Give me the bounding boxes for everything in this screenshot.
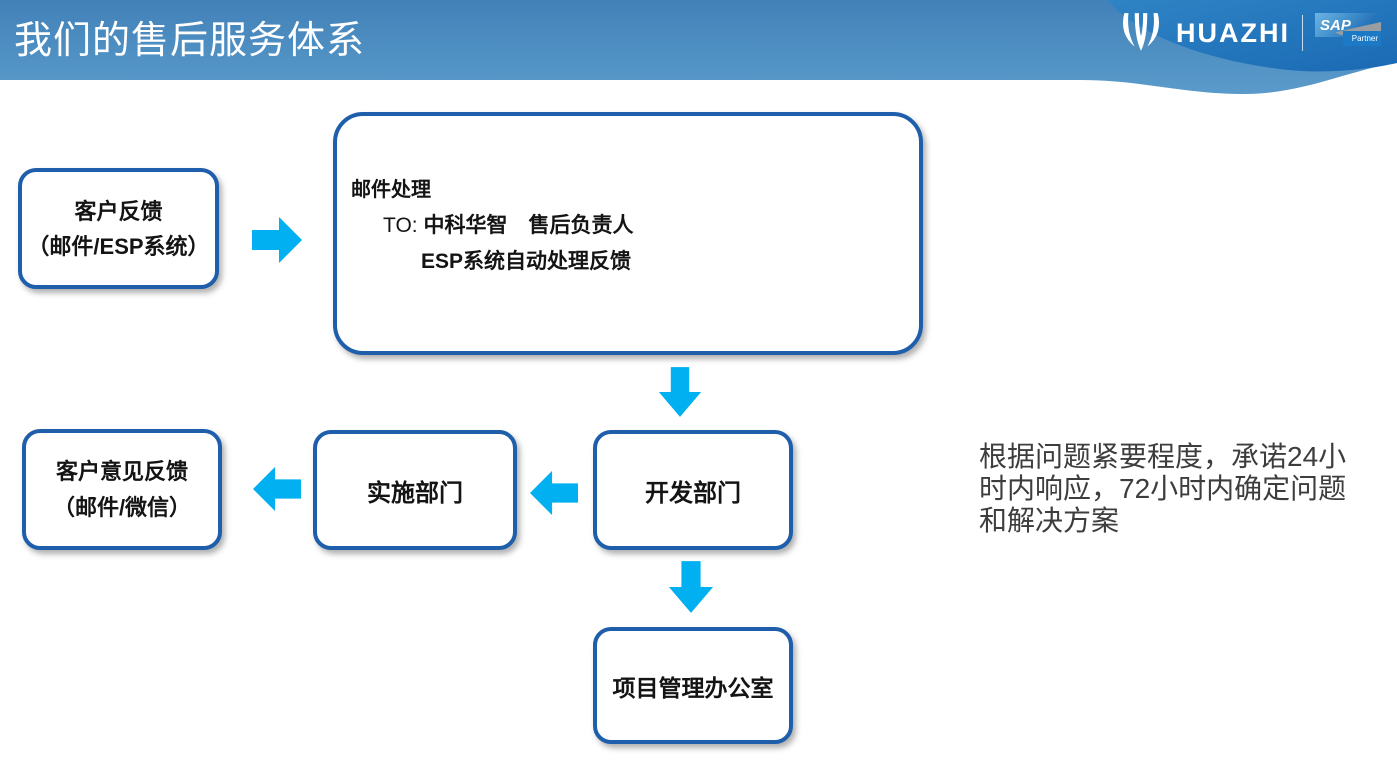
arrow-left-icon <box>530 469 578 517</box>
pmo-label: 项目管理办公室 <box>612 674 774 701</box>
sla-note: 根据问题紧要程度，承诺24小 时内响应，72小时内确定问题 和解决方案 <box>979 441 1397 537</box>
sla-note-line1: 根据问题紧要程度，承诺24小 <box>979 441 1347 472</box>
arrow-right-icon <box>252 214 302 266</box>
flow-box-customer-opinion: 客户意见反馈 （邮件/微信） <box>22 429 222 550</box>
arrow-down-icon <box>667 560 715 614</box>
mail-processing-line3: ESP系统自动处理反馈 <box>421 250 632 273</box>
dev-dept-label: 开发部门 <box>645 479 741 507</box>
mail-processing-line1: 邮件处理 <box>351 179 431 201</box>
sap-partner-label: Partner <box>1343 31 1381 46</box>
sap-partner-logo: SAP Partner <box>1315 13 1381 53</box>
customer-feedback-line2: （邮件/ESP系统） <box>27 233 210 259</box>
sla-note-line3: 和解决方案 <box>979 505 1120 536</box>
page-title: 我们的售后服务体系 <box>14 20 366 62</box>
logo-bar: HUAZHI SAP Partner <box>1118 13 1381 53</box>
flow-box-pmo: 项目管理办公室 <box>593 627 793 744</box>
header-light-band <box>0 0 1397 95</box>
mail-processing-line2: TO: 中科华智 售后负责人 <box>383 208 633 244</box>
huazhi-logo-text: HUAZHI <box>1176 17 1290 48</box>
logo-divider <box>1302 15 1303 51</box>
customer-opinion-line2: （邮件/微信） <box>52 494 192 520</box>
arrow-left-icon <box>253 465 301 513</box>
impl-dept-label: 实施部门 <box>367 479 463 507</box>
flow-box-impl-dept: 实施部门 <box>313 430 517 550</box>
flow-box-customer-feedback: 客户反馈 （邮件/ESP系统） <box>18 168 219 289</box>
mail-to-prefix: TO: <box>383 214 424 237</box>
arrow-down-icon <box>657 366 703 418</box>
sla-note-line2: 时内响应，72小时内确定问题 <box>979 473 1347 504</box>
huazhi-logo-icon <box>1122 13 1160 51</box>
flow-box-dev-dept: 开发部门 <box>593 430 793 550</box>
customer-feedback-line1: 客户反馈 <box>74 198 163 224</box>
customer-opinion-line1: 客户意见反馈 <box>55 458 188 484</box>
flow-box-mail-processing: 邮件处理 TO: 中科华智 售后负责人 ESP系统自动处理反馈 <box>333 112 923 355</box>
mail-to-recipients: 中科华智 售后负责人 <box>423 214 634 237</box>
